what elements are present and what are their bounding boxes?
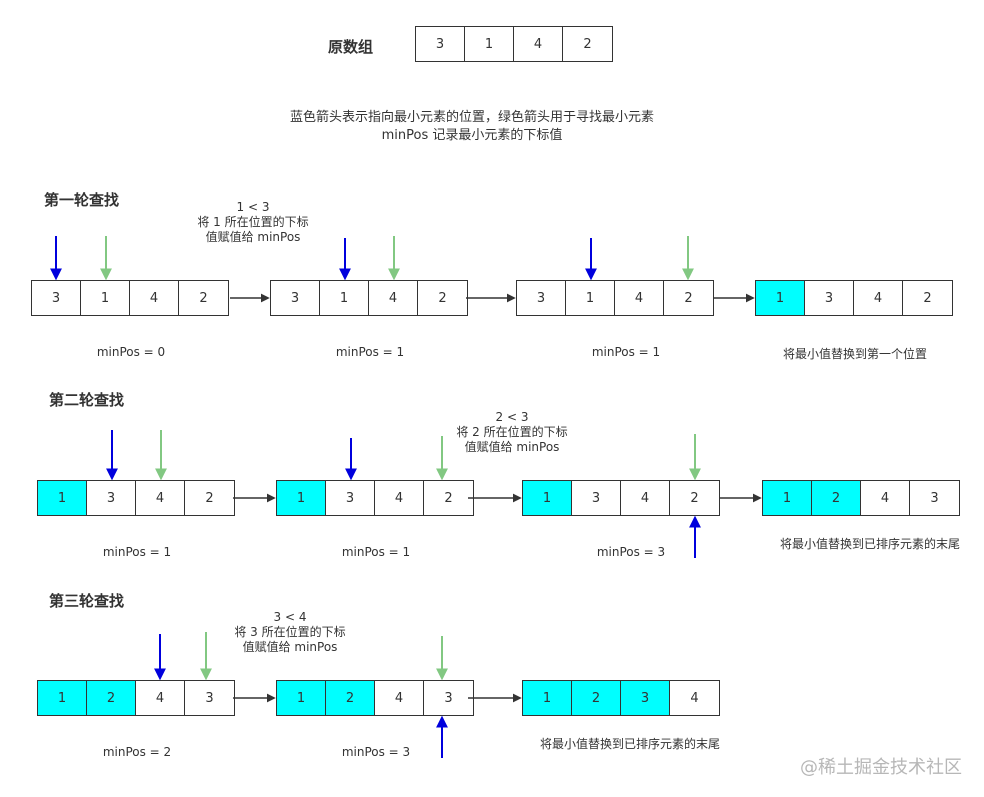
note-line: 值赋值给 minPos [205, 230, 301, 244]
array-cell: 3 [572, 481, 621, 515]
array-cell: 3 [930, 490, 939, 506]
array-cell: 2 [438, 290, 447, 306]
legend-line-1: 蓝色箭头表示指向最小元素的位置，绿色箭头用于寻找最小元素 [289, 110, 654, 125]
round-2-step-1-caption: minPos = 1 [102, 545, 172, 559]
round-2-step-4-caption: 将最小值替换到已排序元素的末尾 [779, 537, 960, 551]
array-cell: 1 [277, 681, 326, 715]
array-cell: 4 [861, 481, 910, 515]
array-cell: 2 [87, 681, 136, 715]
round-1-step-3-caption: minPos = 1 [591, 345, 661, 359]
round-1-step-2-caption: minPos = 1 [335, 345, 405, 359]
array-cell: 2 [199, 290, 208, 306]
note-line: 将 3 所在位置的下标 [234, 625, 346, 639]
note-line: 将 1 所在位置的下标 [197, 215, 309, 229]
array-cell: 3 [87, 481, 136, 515]
array-cell: 3 [271, 281, 320, 315]
array-cell: 1 [523, 681, 572, 715]
round-1-note: 1 < 3 将 1 所在位置的下标 值赋值给 minPos [188, 200, 318, 245]
array-cell: 4 [136, 481, 185, 515]
round-3-step-2-caption: minPos = 3 [341, 745, 411, 759]
original-array-title: 原数组 [328, 38, 374, 56]
round-2-step-3-caption: minPos = 3 [596, 545, 666, 559]
note-line: 值赋值给 minPos [464, 440, 560, 454]
array-cell: 3 [326, 481, 375, 515]
array-cell: 1 [320, 281, 369, 315]
round-1-title: 第一轮查找 [44, 191, 120, 209]
round-3-note: 3 < 4 将 3 所在位置的下标 值赋值给 minPos [224, 610, 356, 655]
array-cell: 1 [465, 27, 514, 61]
array-cell: 2 [572, 681, 621, 715]
array-cell: 1 [763, 481, 812, 515]
array-cell: 4 [130, 281, 179, 315]
watermark: @稀土掘金技术社区 [800, 757, 962, 778]
array-cell: 4 [514, 27, 563, 61]
note-line: 1 < 3 [236, 200, 270, 214]
array-cell: 3 [621, 681, 670, 715]
round-1-step-1-caption: minPos = 0 [96, 345, 166, 359]
array-cell: 1 [756, 281, 805, 315]
note-line: 将 2 所在位置的下标 [456, 425, 568, 439]
round-3-title: 第三轮查找 [49, 592, 125, 610]
array-cell: 4 [136, 681, 185, 715]
array-cell: 2 [444, 490, 453, 506]
array-cell: 3 [205, 690, 214, 706]
array-cell: 4 [621, 481, 670, 515]
array-cell: 1 [81, 281, 130, 315]
array-cell: 2 [583, 36, 592, 52]
array-cell: 1 [38, 681, 87, 715]
array-cell: 3 [444, 690, 453, 706]
array-cell: 1 [523, 481, 572, 515]
round-3-step-1-caption: minPos = 2 [102, 745, 172, 759]
array-cell: 2 [326, 681, 375, 715]
array-cell: 4 [369, 281, 418, 315]
array-cell: 1 [277, 481, 326, 515]
round-2-step-2-caption: minPos = 1 [341, 545, 411, 559]
legend-line-2: minPos 记录最小元素的下标值 [381, 128, 563, 143]
array-cell: 1 [38, 481, 87, 515]
round-2-title: 第二轮查找 [49, 391, 125, 409]
array-cell: 2 [205, 490, 214, 506]
array-cell: 3 [517, 281, 566, 315]
note-line: 值赋值给 minPos [242, 640, 338, 654]
note-line: 3 < 4 [273, 610, 307, 624]
array-cell: 4 [690, 690, 699, 706]
array-cell: 3 [32, 281, 81, 315]
array-cell: 2 [812, 481, 861, 515]
array-cell: 4 [854, 281, 903, 315]
array-cell: 3 [416, 27, 465, 61]
array-cell: 4 [375, 681, 424, 715]
array-cell: 4 [615, 281, 664, 315]
array-cell: 3 [805, 281, 854, 315]
round-1-step-4-caption: 将最小值替换到第一个位置 [782, 347, 927, 361]
array-cell: 4 [375, 481, 424, 515]
array-cell: 1 [566, 281, 615, 315]
round-2-note: 2 < 3 将 2 所在位置的下标 值赋值给 minPos [446, 410, 578, 455]
note-line: 2 < 3 [495, 410, 529, 424]
array-cell: 2 [690, 490, 699, 506]
array-cell: 2 [923, 290, 932, 306]
round-3-step-3-caption: 将最小值替换到已排序元素的末尾 [539, 737, 720, 751]
array-cell: 2 [684, 290, 693, 306]
